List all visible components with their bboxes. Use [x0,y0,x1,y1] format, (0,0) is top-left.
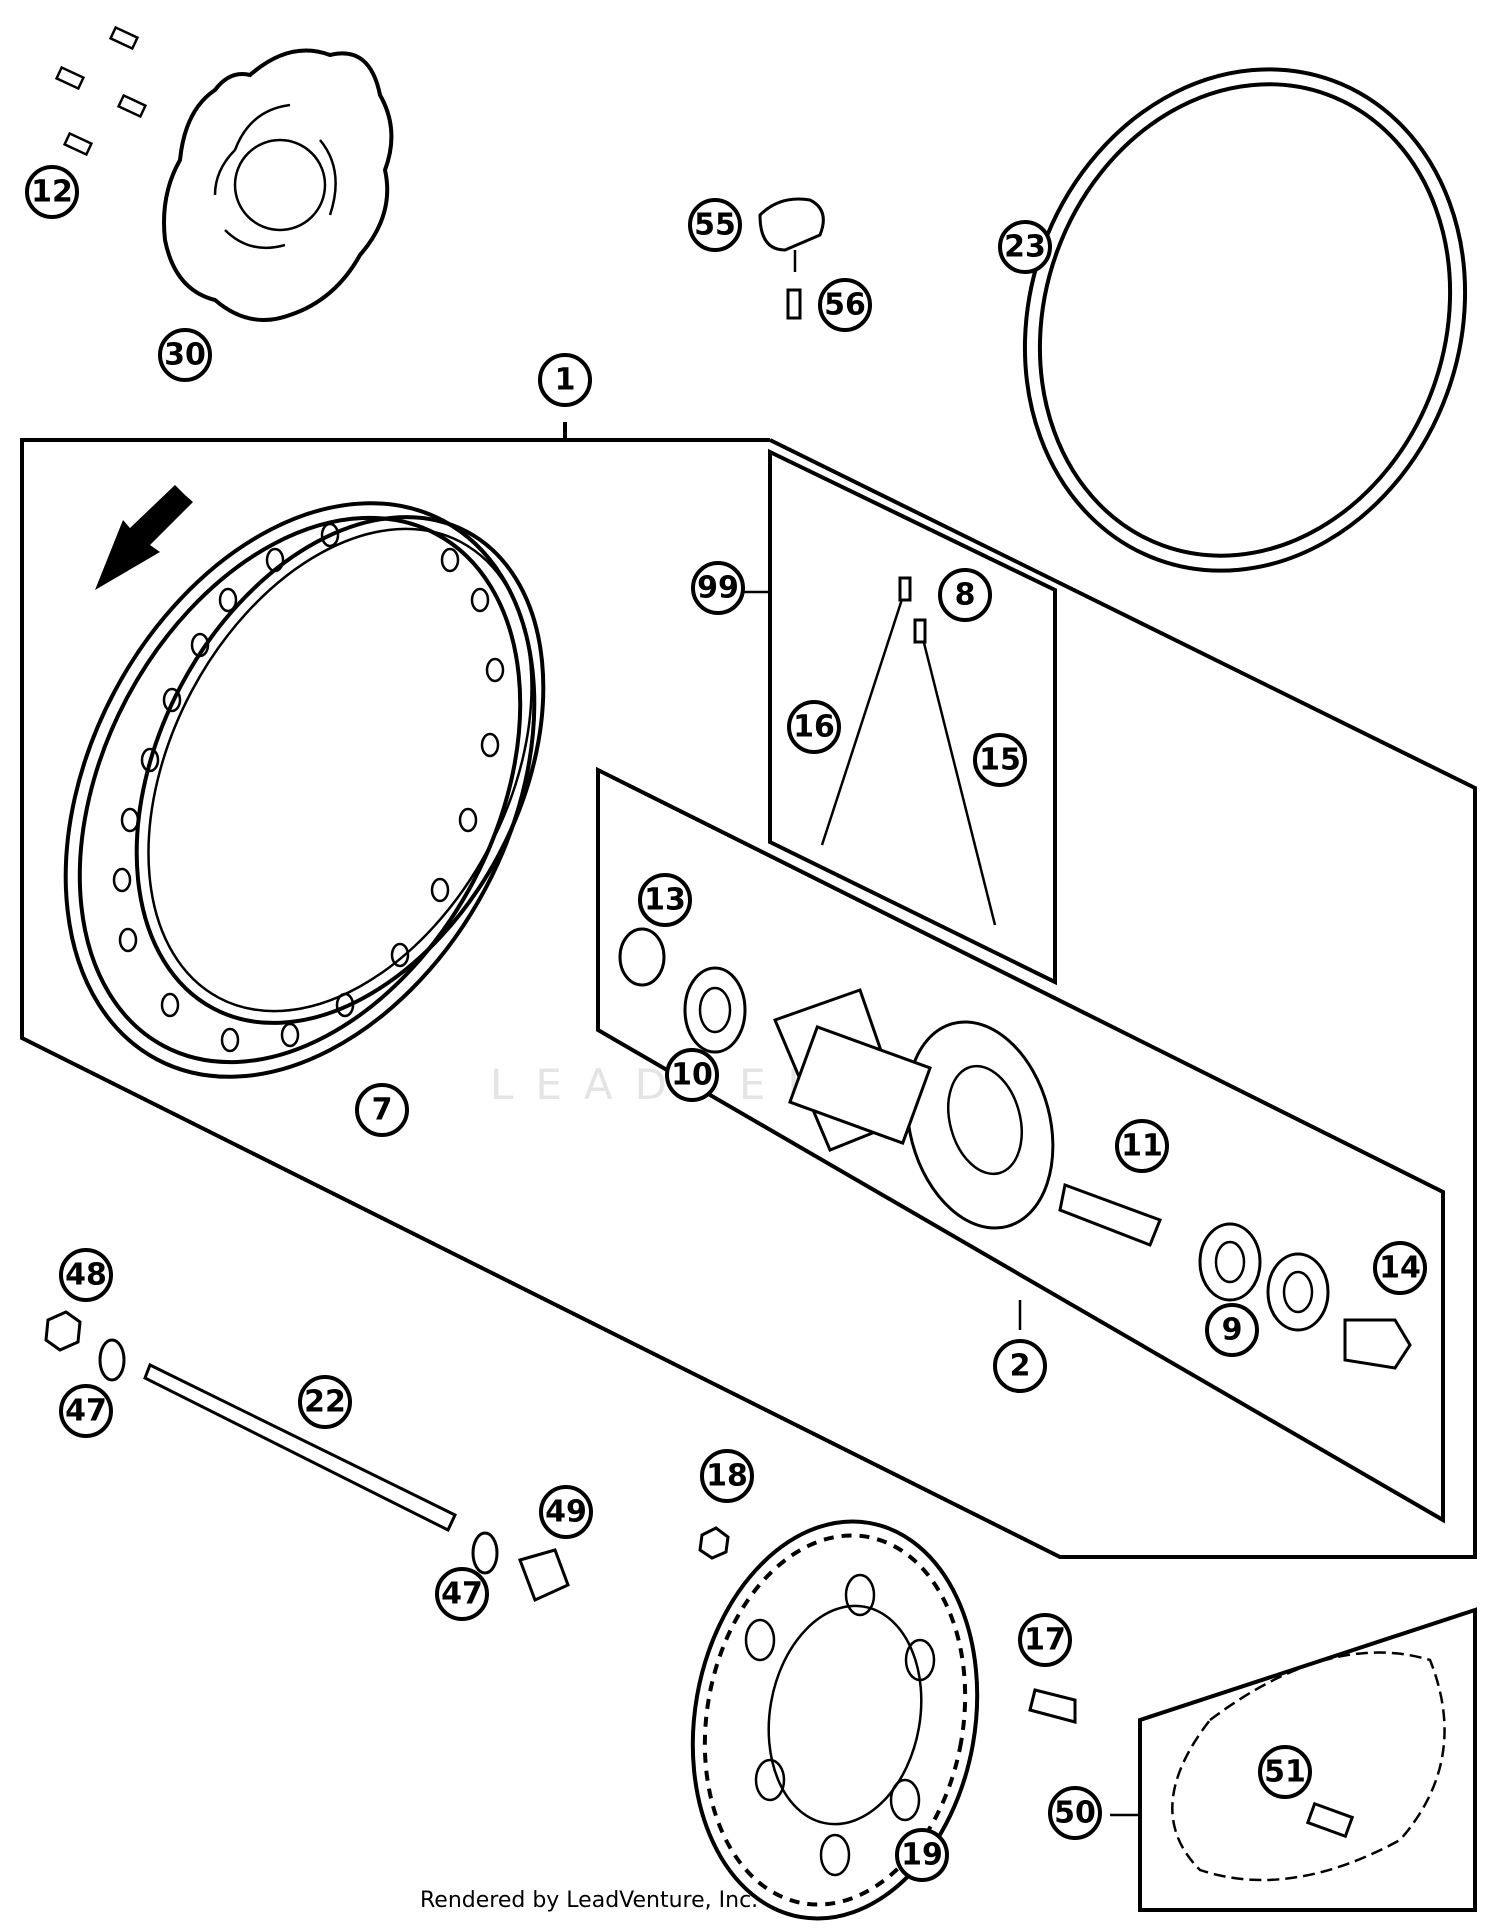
callout-label: 55 [694,208,736,243]
callout-label: 51 [1264,1755,1306,1790]
rear-sprocket [690,1519,980,1921]
callout-label: 17 [1024,1623,1066,1658]
callout-label: 12 [31,175,73,210]
callout-label: 7 [372,1093,393,1128]
callout-circle [1115,1119,1169,1173]
callout-circle [25,165,79,219]
callout-circle [993,1339,1047,1393]
callout-label: 56 [824,288,866,323]
callout-circle [538,353,592,407]
callout-label: 9 [1222,1313,1243,1348]
callout-label: 47 [65,1394,107,1429]
assembly-outline [20,422,1477,1559]
callout-circle [355,1083,409,1137]
chain-group [1110,1607,1477,1912]
callout-label: 1 [555,363,576,398]
callout-label: 99 [697,571,739,606]
callout-circle [998,220,1052,274]
callout-circle [298,1375,352,1429]
callout-circle [973,733,1027,787]
callout-label: 10 [671,1058,713,1093]
callout-label: 2 [1010,1349,1031,1384]
callout-label: 13 [644,883,686,918]
callout-circle [59,1384,113,1438]
rim [63,501,546,1079]
callout-circle [818,278,872,332]
callout-circle [638,873,692,927]
callout-label: 8 [955,578,976,613]
callout-circle [787,700,841,754]
callout-label: 48 [65,1258,107,1293]
callout-circle [895,1828,949,1882]
callout-label: 50 [1054,1796,1096,1831]
tire-valve [758,197,825,320]
callout-circle [665,1048,719,1102]
brake-disc [162,48,394,322]
callout-circle [158,328,212,382]
callout-circle [691,561,745,615]
render-credit: Rendered by LeadVenture, Inc. [420,1888,759,1913]
spoke-group-outline [768,448,1057,986]
callout-circle [700,1449,754,1503]
callout-circle [435,1567,489,1621]
callout-label: 18 [706,1459,748,1494]
callout-circle [1205,1303,1259,1357]
callout-circle [1018,1613,1072,1667]
disc-screws [54,25,148,157]
callout-label: 19 [901,1838,943,1873]
callout-label: 11 [1121,1129,1163,1164]
rotation-arrow-icon [95,485,193,590]
tire [1022,67,1468,573]
bearings [618,927,1412,1370]
hub [772,988,1055,1230]
callout-label: 22 [304,1385,346,1420]
axle-hardware [44,1310,1077,1724]
callout-circle [1373,1241,1427,1295]
hub-group-outline [596,766,1445,1524]
callout-label: 15 [979,743,1021,778]
callout-circle [539,1485,593,1539]
callout-circle [688,198,742,252]
callout-label: 14 [1379,1251,1421,1286]
callout-circle [59,1248,113,1302]
callout-label: 23 [1004,230,1046,265]
callout-circle [1048,1786,1102,1840]
callout-circle [1258,1745,1312,1799]
spokes [820,576,997,926]
callout-label: 30 [164,338,206,373]
callout-label: 16 [793,710,835,745]
callout-label: 49 [545,1495,587,1530]
callout-label: 47 [441,1577,483,1612]
callout-circle [938,568,992,622]
